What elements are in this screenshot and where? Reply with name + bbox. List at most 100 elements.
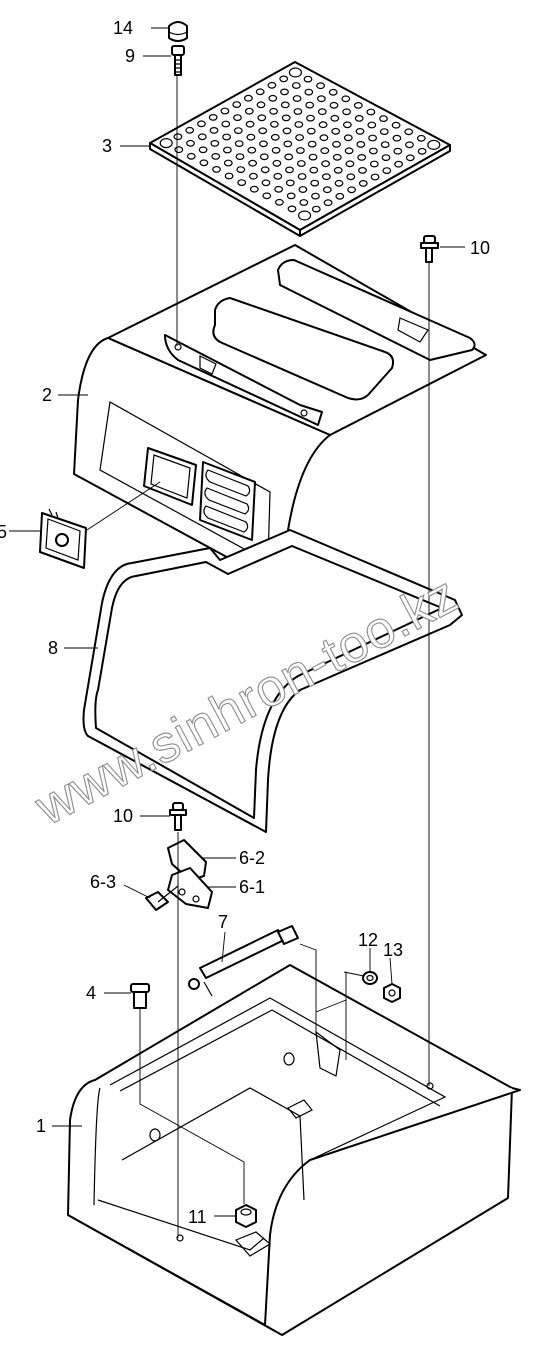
plate-hole xyxy=(291,82,301,89)
plate-hole xyxy=(272,159,282,167)
plate-hole xyxy=(368,134,378,142)
callout-6-3: 6-3 xyxy=(90,872,116,892)
plate-hole xyxy=(357,153,367,161)
plate-hole xyxy=(247,146,257,154)
plate-hole xyxy=(249,185,259,193)
plate-hole xyxy=(329,101,339,109)
plate-hole xyxy=(299,199,309,206)
plate-hole xyxy=(370,173,380,181)
plate-hole xyxy=(317,108,327,116)
part-6-3-bolt xyxy=(145,891,169,911)
plate-hole xyxy=(330,114,340,122)
plate-hole xyxy=(275,198,284,206)
plate-hole xyxy=(345,160,355,168)
plate-hole xyxy=(279,75,289,83)
callout-8: 8 xyxy=(48,638,58,658)
plate-hole xyxy=(234,140,244,148)
plate-hole xyxy=(321,160,331,168)
plate-hole xyxy=(224,172,234,180)
plate-hole xyxy=(332,140,341,148)
plate-hole xyxy=(294,121,304,128)
plate-hole xyxy=(311,205,321,213)
plate-hole xyxy=(416,134,426,142)
plate-hole xyxy=(220,107,230,115)
plate-hole xyxy=(282,127,292,135)
plate-hole xyxy=(343,134,353,142)
plate-hole xyxy=(270,133,280,141)
callout-2: 2 xyxy=(42,385,52,405)
callout-6-2: 6-2 xyxy=(239,848,265,868)
plate-hole xyxy=(405,154,415,162)
plate-hole xyxy=(273,172,283,180)
plate-hole xyxy=(344,147,354,155)
plate-hole xyxy=(285,179,295,187)
plate-hole xyxy=(297,173,307,180)
plate-hole xyxy=(256,101,266,109)
plate-hole xyxy=(287,205,297,213)
plate-hole xyxy=(293,108,303,115)
part-6-2-hinge-plate xyxy=(167,839,207,881)
plate-hole xyxy=(331,127,341,135)
plate-hole xyxy=(335,192,345,200)
plate-hole xyxy=(245,120,255,128)
plate-hole xyxy=(199,159,209,167)
plate-hole xyxy=(405,141,414,149)
plate-hole xyxy=(355,127,365,135)
plate-hole xyxy=(285,166,294,174)
plate-hole xyxy=(259,140,268,148)
plate-hole xyxy=(274,185,284,193)
plate-hole xyxy=(186,152,196,160)
plate-hole xyxy=(306,114,315,122)
callout-12: 12 xyxy=(358,930,378,950)
plate-hole xyxy=(334,179,344,187)
plate-hole xyxy=(367,121,377,129)
plate-hole xyxy=(404,128,414,136)
plate-hole xyxy=(366,108,376,116)
plate-hole xyxy=(196,120,206,128)
part-9-bolt xyxy=(171,45,185,76)
plate-hole xyxy=(174,146,184,154)
plate-hole xyxy=(208,113,218,121)
callout-4: 4 xyxy=(86,983,96,1003)
plate-hole xyxy=(284,153,294,161)
plate-hole xyxy=(356,140,366,148)
plate-hole xyxy=(269,107,279,115)
plate-hole xyxy=(333,166,343,174)
plate-hole xyxy=(159,138,173,149)
plate-hole xyxy=(233,127,243,135)
plate-hole xyxy=(283,140,293,148)
plate-hole xyxy=(258,127,268,135)
plate-hole xyxy=(391,121,401,129)
plate-hole xyxy=(222,133,232,141)
plate-hole xyxy=(235,153,245,161)
callout-9: 9 xyxy=(125,46,135,66)
part-4-bolt xyxy=(130,983,150,1009)
plate-hole xyxy=(280,101,290,109)
callout-labels: 14 9 3 10 2 5 8 10 6-2 6-3 6-1 7 12 13 4… xyxy=(0,18,490,1227)
plate-hole xyxy=(173,133,183,141)
plate-hole xyxy=(255,88,265,96)
plate-hole xyxy=(343,121,352,129)
plate-hole xyxy=(209,126,219,134)
callout-5: 5 xyxy=(0,522,7,542)
plate-hole xyxy=(380,141,390,149)
plate-hole xyxy=(298,210,312,221)
plate-hole xyxy=(267,81,277,89)
plate-hole xyxy=(320,147,330,155)
plate-hole xyxy=(358,179,368,187)
plate-hole xyxy=(296,160,306,167)
plate-hole xyxy=(346,173,356,181)
part-8-seal-frame xyxy=(82,529,463,833)
plate-hole xyxy=(298,186,308,193)
plate-hole xyxy=(341,95,351,103)
plate-hole xyxy=(186,139,195,147)
callout-13: 13 xyxy=(383,940,403,960)
plate-hole xyxy=(354,114,364,122)
plate-hole xyxy=(262,192,272,200)
plate-hole xyxy=(270,120,279,128)
plate-hole xyxy=(427,139,441,150)
plate-hole xyxy=(295,134,305,141)
part-14-cap xyxy=(168,21,188,42)
plate-hole xyxy=(244,107,254,115)
plate-hole xyxy=(257,114,267,122)
